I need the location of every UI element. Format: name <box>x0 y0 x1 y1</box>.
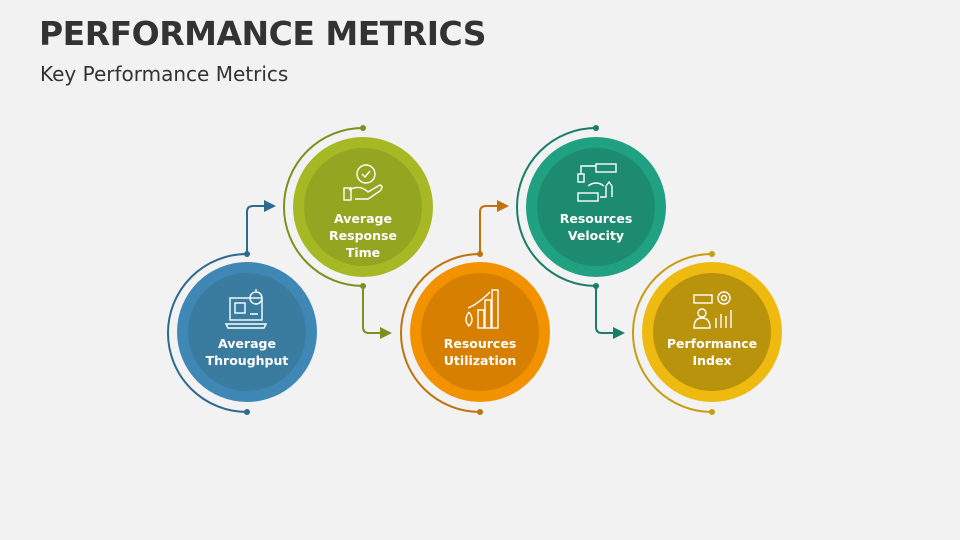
connector-arc <box>283 127 364 287</box>
connector-arc <box>632 253 713 413</box>
connector-arrow <box>246 200 276 254</box>
page-subtitle: Key Performance Metrics <box>40 62 289 86</box>
connector-arrow <box>479 200 509 254</box>
metric-label-line: Average <box>334 211 392 226</box>
laptop-stopwatch-icon <box>224 289 268 329</box>
connector-arrow <box>362 286 392 339</box>
connector-arrow <box>595 286 625 339</box>
metric-label-line: Average <box>218 336 276 351</box>
metric-label-line: Resources <box>444 336 517 351</box>
hand-clock-icon <box>343 164 383 201</box>
metric-label-line: Index <box>692 353 731 368</box>
connector-arc <box>516 127 597 287</box>
metric-label-line: Time <box>346 245 380 260</box>
metric-label-line: Response <box>329 228 397 243</box>
connector-arc <box>167 253 248 413</box>
person-chart-gear-icon <box>693 291 732 329</box>
server-network-icon <box>577 163 617 202</box>
page-title: PERFORMANCE METRICS <box>39 14 487 53</box>
metric-label-line: Utilization <box>444 353 516 368</box>
metric-label-line: Resources <box>560 211 633 226</box>
metric-label-line: Velocity <box>568 228 624 243</box>
growth-chart-icon <box>465 289 499 329</box>
connector-arc <box>400 253 481 413</box>
metric-label-line: Throughput <box>206 353 289 368</box>
metric-label-line: Performance <box>667 336 757 351</box>
